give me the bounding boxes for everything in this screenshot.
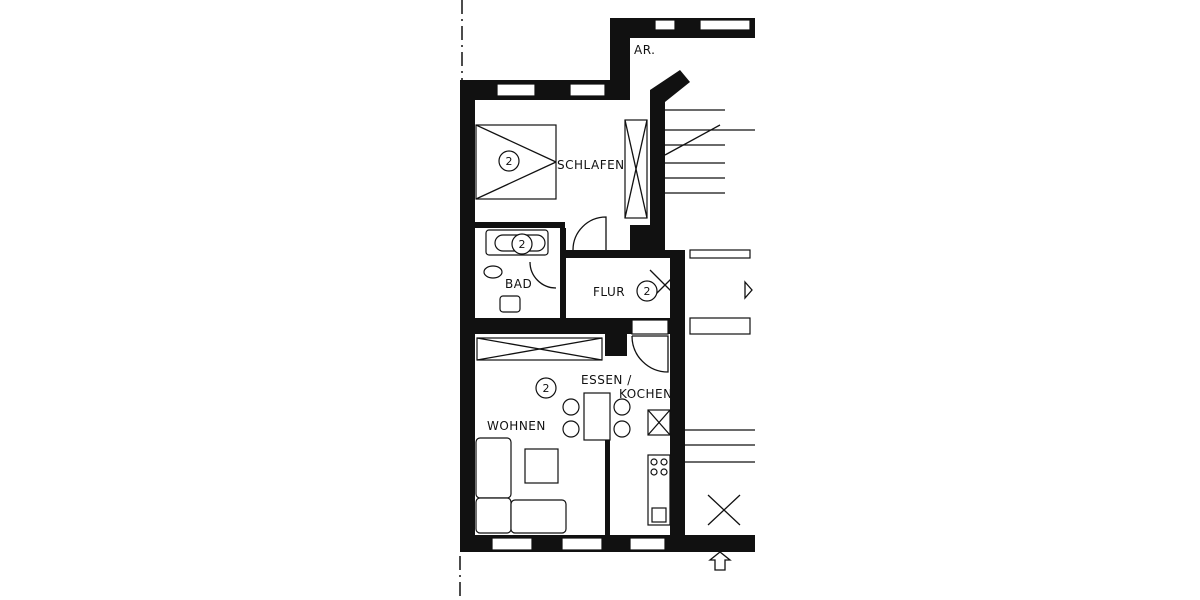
unit-number-bad: 2 bbox=[519, 238, 526, 251]
walls bbox=[460, 18, 755, 552]
room-label-bad: BAD bbox=[505, 277, 532, 291]
unit-markers: 2 2 2 2 bbox=[498, 150, 658, 399]
unit-number-schlafen: 2 bbox=[506, 155, 513, 168]
room-labels: SCHLAFEN AR. BAD FLUR ESSEN / KOCHEN WOH… bbox=[487, 43, 673, 433]
room-label-wohnen: WOHNEN bbox=[487, 419, 546, 433]
windows bbox=[491, 19, 751, 551]
room-label-flur: FLUR bbox=[593, 285, 625, 299]
unit-number-essen: 2 bbox=[543, 382, 550, 395]
room-label-kochen: KOCHEN bbox=[619, 387, 673, 401]
staircase bbox=[664, 109, 755, 571]
room-label-essen: ESSEN / bbox=[581, 373, 632, 387]
room-label-ar: AR. bbox=[634, 43, 655, 57]
unit-number-flur: 2 bbox=[644, 285, 651, 298]
room-label-schlafen: SCHLAFEN bbox=[557, 158, 625, 172]
